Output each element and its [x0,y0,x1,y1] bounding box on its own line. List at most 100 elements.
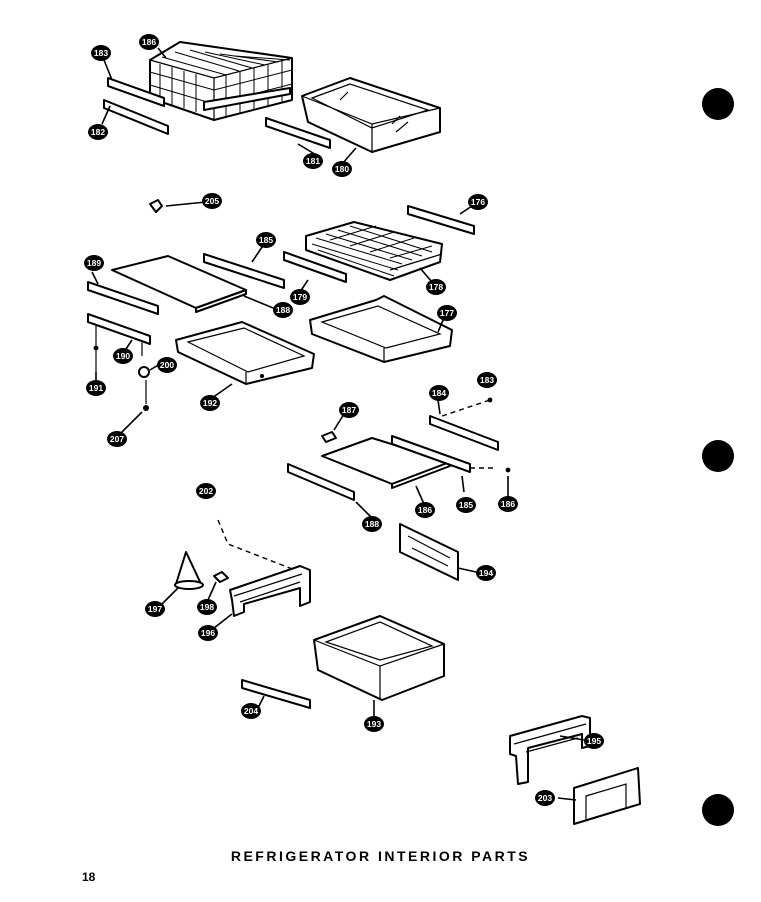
callout-label: 196 [201,628,215,638]
crisper-tray-top-part [301,77,441,153]
callout-label: 183 [480,375,494,385]
wire-basket-part [149,41,293,121]
callout-label: 176 [471,197,485,207]
callout-label: 195 [587,736,601,746]
glass-shelf-rail-right-part [203,253,285,289]
callout-195-frame: 195 [584,733,604,749]
callout-label: 184 [432,388,446,398]
callout-185-lower-rail: 185 [456,497,476,513]
callout-183-basket-rail-top: 183 [91,45,111,61]
callout-label: 182 [91,127,105,137]
callout-label: 203 [538,793,552,803]
lower-glass-shelf-part [321,437,451,489]
callout-197-cone: 197 [145,601,165,617]
callout-178-wire-shelf: 178 [426,279,446,295]
callout-182-basket-rail-bottom: 182 [88,124,108,140]
callout-202-wire: 202 [196,483,216,499]
callout-184-rail: 184 [429,385,449,401]
callout-label: 204 [244,706,258,716]
slide-shelf-right-part [309,295,453,363]
binder-holes [702,88,734,826]
callout-193-crisper-bottom: 193 [364,716,384,732]
callout-label: 179 [293,292,307,302]
callout-label: 188 [276,305,290,315]
callout-198-clip: 198 [197,599,217,615]
callout-191-screw: 191 [86,380,106,396]
callout-188-glass-shelf: 188 [273,302,293,318]
callout-label: 181 [306,156,320,166]
leader-lines [91,47,585,801]
clip-198-part [213,571,229,583]
callout-label: 192 [203,398,217,408]
cover-plate-part [573,767,641,825]
callout-label: 193 [367,719,381,729]
callout-label: 187 [342,405,356,415]
callout-186-basket: 186 [139,34,159,50]
callout-label: 191 [89,383,103,393]
lower-rail-right-part [391,435,471,473]
callout-label: 202 [199,486,213,496]
wire-shelf-rail-left-part [283,251,347,283]
basket-rail-part [103,77,169,135]
callout-183-screw: 183 [477,372,497,388]
glass-shelf-part [111,255,247,313]
diagram-title: REFRIGERATOR INTERIOR PARTS [230,848,531,864]
wire-shelf-rail-right-part [407,205,475,235]
crisper-rail-part [265,117,331,149]
callout-177-slide-shelf: 177 [437,305,457,321]
callout-label: 205 [205,196,219,206]
lower-frame-part [229,565,311,617]
page-number: 18 [82,870,96,884]
callout-185-glass-rail-right: 185 [256,232,276,248]
callout-179-wire-rail-left: 179 [290,289,310,305]
callout-label: 185 [459,500,473,510]
shelf-bracket-part [87,313,151,356]
clip-pair-part [321,431,337,443]
callout-label: 186 [501,499,515,509]
callout-label: 197 [148,604,162,614]
callout-207-screw: 207 [107,431,127,447]
lower-rail-left-part [287,463,355,501]
lower-rail-184-part [429,415,499,451]
cone-part [174,551,204,590]
callout-194-panel: 194 [476,565,496,581]
callout-180-crisper-top: 180 [332,161,352,177]
callout-label: 207 [110,434,124,444]
bottom-frame-part [509,715,591,785]
front-panel-part [399,523,459,581]
callout-label: 177 [440,308,454,318]
callout-label: 185 [259,235,273,245]
glass-shelf-rail-left-part [87,281,159,315]
wire-shelf-part [305,221,443,281]
callout-187-clips: 187 [339,402,359,418]
callout-label: 198 [200,602,214,612]
callout-192-slide-shelf-left: 192 [200,395,220,411]
callout-181-crisper-rail: 181 [303,153,323,169]
callout-label: 178 [429,282,443,292]
callout-label: 200 [160,360,174,370]
callout-label: 186 [418,505,432,515]
callout-203-cover: 203 [535,790,555,806]
callout-204-lower-slide: 204 [241,703,261,719]
callout-200-nut: 200 [157,357,177,373]
callout-label: 189 [87,258,101,268]
callout-189-glass-rail-left: 189 [84,255,104,271]
callout-label: 183 [94,48,108,58]
shelf-clip-part [149,199,163,213]
callout-196-frame: 196 [198,625,218,641]
screw-parts [93,344,150,411]
lower-slide-rail-part [241,679,311,709]
slide-shelf-frame-left-part [175,321,315,385]
callout-label: 190 [116,351,130,361]
callout-label: 180 [335,164,349,174]
callout-190-shelf-bracket: 190 [113,348,133,364]
callout-186-lower-shelf: 186 [415,502,435,518]
crisper-tray-bottom-part [313,615,445,701]
callout-label: 194 [479,568,493,578]
callout-205-clip: 205 [202,193,222,209]
callout-186-screw: 186 [498,496,518,512]
callout-label: 186 [142,37,156,47]
callout-label: 188 [365,519,379,529]
callout-188-lower-rail-left: 188 [362,516,382,532]
